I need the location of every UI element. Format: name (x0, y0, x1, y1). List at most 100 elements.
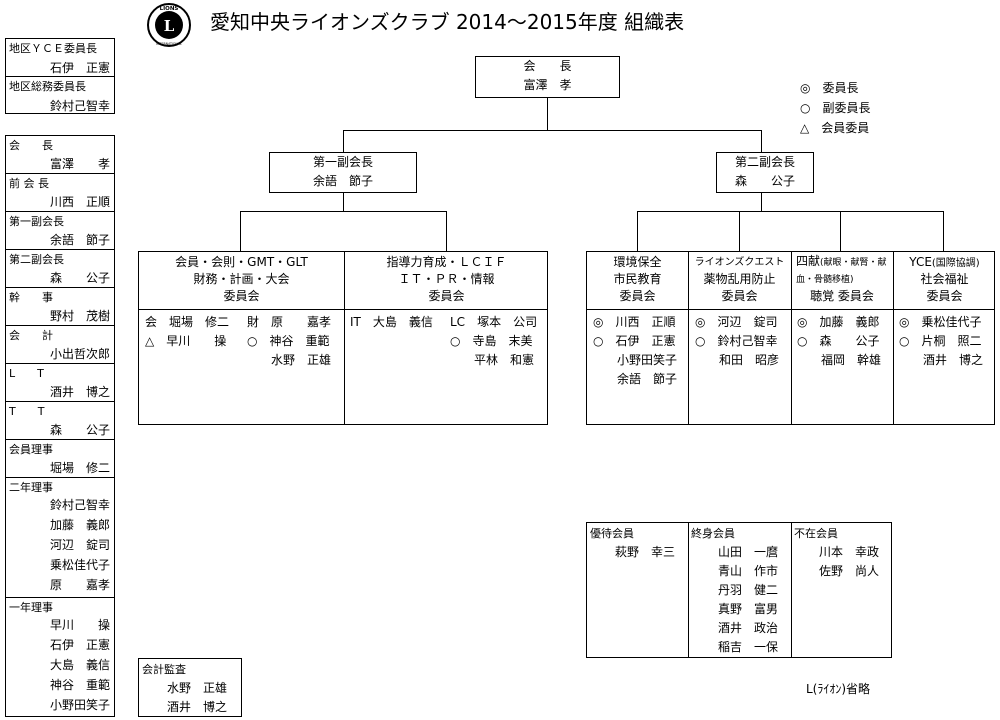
officer-name: 野村 茂樹 (49, 309, 110, 323)
officer-role: L T (9, 367, 44, 380)
vp2-name: 森 公子 (734, 174, 795, 188)
district-name: 鈴村己智幸 (49, 99, 110, 113)
officer-name: 原 嘉孝 (49, 578, 110, 592)
vp1-title: 第一副会長 (312, 155, 373, 169)
district-role: 地区ＹＣＥ委員長 (9, 42, 97, 55)
auditor-box: 会計監査 水野 正雄 酒井 博之 (138, 658, 242, 717)
committee-divider (893, 252, 894, 424)
committee-head-group: YCE(国際協調) (893, 254, 996, 272)
committee-head: 委員会 (619, 289, 656, 303)
officer-cell: 二年理事 鈴村己智幸 加藤 義郎 河辺 錠司 乗松佳代子 原 嘉孝 (6, 478, 114, 598)
officer-name: 加藤 義郎 (49, 518, 110, 532)
auditor-name: 水野 正雄 (167, 681, 228, 695)
committee-member: LC 塚本 公司 (450, 315, 538, 329)
committee-head: 委員会 (223, 289, 260, 303)
officer-name: 石伊 正憲 (49, 638, 110, 652)
officer-name: 神谷 重範 (49, 678, 110, 692)
committee-head: 委員会 (428, 289, 465, 303)
officer-cell: 前 会 長 川西 正順 (6, 174, 114, 212)
group-divider (791, 523, 792, 657)
officer-name: 森 公子 (49, 271, 110, 285)
officer-role: 幹 事 (9, 291, 53, 304)
committee-member: ◎ 川西 正順 (593, 315, 676, 329)
group-divider (688, 523, 689, 657)
committee-head: YCE (909, 255, 932, 269)
officer-role: 会員理事 (9, 443, 53, 456)
legend: ◎ 委員長 ○ 副委員長 △ 会員委員 (800, 78, 871, 138)
officer-role: 会 長 (9, 139, 53, 152)
committee-divider (344, 252, 345, 424)
district-panel: 地区ＹＣＥ委員長 石伊 正憲 地区総務委員長 鈴村己智幸 (5, 38, 115, 114)
member-group-name: 山田 一麿 (718, 545, 779, 559)
committee-member: 会 堀場 修二 (145, 315, 230, 329)
officer-cell: 会員理事 堀場 修二 (6, 440, 114, 478)
committee-head: 会員・会則・GMT・GLT (175, 255, 308, 269)
officer-name: 川西 正順 (49, 195, 110, 209)
officer-name: 森 公子 (49, 423, 110, 437)
committee-head: 委員会 (721, 289, 758, 303)
committee-divider (139, 309, 547, 310)
officer-name: 富澤 孝 (49, 157, 110, 171)
connector-line (240, 211, 241, 251)
committee-member: 余語 節子 (593, 372, 678, 386)
committee-member: 和田 昭彦 (695, 353, 780, 367)
officer-name: 乗松佳代子 (49, 558, 110, 572)
president-title: 会 長 (523, 59, 572, 73)
connector-line (637, 211, 638, 251)
officer-cell: 第一副会長 余語 節子 (6, 212, 114, 250)
legend-symbol: ◎ (800, 81, 811, 95)
officer-cell: 幹 事 野村 茂樹 (6, 288, 114, 326)
committee-member: ◎ 河辺 錠司 (695, 315, 778, 329)
committee-head: (国際協調) (931, 258, 980, 269)
committee-member: 財 原 嘉孝 (247, 315, 332, 329)
officer-name: 早川 操 (49, 618, 110, 632)
member-group: 終身会員 山田 一麿 青山 作市 丹羽 健二 真野 富男 酒井 政治 稲吉 一保 (688, 523, 791, 659)
officer-role: 第二副会長 (9, 253, 64, 266)
member-group-name: 佐野 尚人 (819, 564, 880, 578)
committee-member: ◎ 乗松佳代子 (899, 315, 982, 329)
committee-member: ○ 神谷 重範 (247, 334, 330, 348)
committee-member: 福岡 幹雄 (797, 353, 882, 367)
officer-cell: 一年理事 早川 操 石伊 正憲 大島 義信 神谷 重範 小野田笑子 (6, 598, 114, 718)
auditor-name: 酒井 博之 (167, 700, 228, 714)
committee-cell: 四献(献眼・献腎・献血・骨髄移植) 聴覚 委員会 ◎ 加藤 義郎 ○ 森 公子 … (791, 252, 893, 426)
committee-head: 聴覚 委員会 (810, 289, 874, 303)
officer-name: 鈴村己智幸 (49, 498, 110, 512)
connector-line (840, 211, 841, 251)
vp1-name: 余語 節子 (312, 174, 373, 188)
committee-cell: 指導力育成・ＬＣＩＦ ＩＴ・ＰＲ・情報 委員会 IT 大島 義信 LC 塚本 公… (344, 252, 549, 426)
committee-head: 社会福祉 (920, 272, 969, 286)
vp1-box: 第一副会長 余語 節子 (269, 152, 417, 193)
district-cell: 地区総務委員長 鈴村己智幸 (6, 77, 114, 115)
officer-cell: 会 長 富澤 孝 (6, 136, 114, 174)
member-group-title: 優待会員 (590, 527, 634, 540)
member-group-name: 稲吉 一保 (718, 640, 779, 654)
officer-role: T T (9, 405, 45, 418)
committee-member: ◎ 加藤 義郎 (797, 315, 880, 329)
officer-name: 小出哲次郎 (49, 347, 110, 361)
officer-name: 大島 義信 (49, 658, 110, 672)
committee-cell: 会員・会則・GMT・GLT 財務・計画・大会 委員会 会 堀場 修二 財 原 嘉… (139, 252, 344, 426)
member-groups: 優待会員 萩野 幸三 終身会員 山田 一麿 青山 作市 丹羽 健二 真野 富男 … (586, 522, 892, 658)
officer-cell: T T 森 公子 (6, 402, 114, 440)
member-group-name: 丹羽 健二 (718, 583, 779, 597)
officer-role: 第一副会長 (9, 215, 64, 228)
officer-name: 堀場 修二 (49, 461, 110, 475)
committee-member: △ 早川 操 (145, 334, 227, 348)
legend-symbol: ○ (800, 101, 811, 115)
legend-label: 会員委員 (821, 121, 870, 135)
logo-bottom-text: INTERNATIONAL (156, 42, 182, 46)
committee-head: 薬物乱用防止 (703, 272, 776, 286)
connector-line (761, 130, 762, 152)
legend-symbol: △ (800, 121, 810, 135)
committee-head: 財務・計画・大会 (193, 272, 290, 286)
logo-top-text: LIONS (160, 6, 179, 12)
district-role: 地区総務委員長 (9, 80, 86, 93)
committee-head: ライオンズクエスト (694, 257, 785, 268)
district-cell: 地区ＹＣＥ委員長 石伊 正憲 (6, 39, 114, 77)
president-box: 会 長 富澤 孝 (475, 56, 620, 98)
committee-head-group: 四献(献眼・献腎・献血・骨髄移植) (796, 254, 892, 288)
connector-line (343, 130, 344, 152)
legend-label: 副委員長 (822, 101, 871, 115)
committee-member: ○ 石伊 正憲 (593, 334, 676, 348)
